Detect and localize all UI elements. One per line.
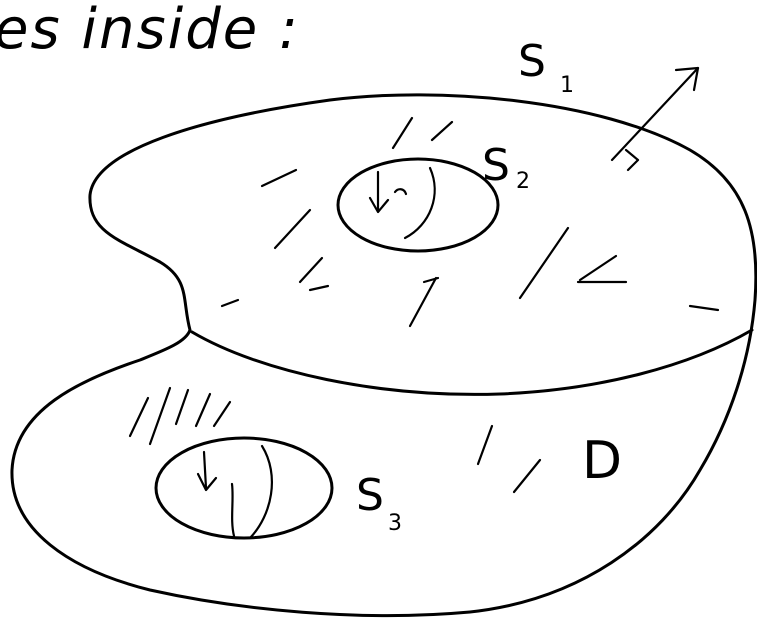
inner-surface-s2 bbox=[338, 159, 498, 251]
hatching-marks bbox=[130, 118, 718, 492]
label-s3: S bbox=[356, 470, 384, 521]
label-s1: S bbox=[518, 36, 546, 87]
surface-ridge-line bbox=[192, 330, 752, 394]
label-s1-subscript: 1 bbox=[560, 73, 574, 98]
label-s2: S bbox=[482, 140, 510, 191]
outer-surface-s1 bbox=[12, 95, 756, 616]
label-s3-subscript: 3 bbox=[388, 511, 402, 536]
heading-text: es inside : bbox=[0, 0, 300, 62]
inner-surface-s3 bbox=[156, 438, 332, 538]
label-region-d: D bbox=[582, 431, 622, 491]
normal-arrow-s1 bbox=[612, 68, 698, 170]
label-s2-subscript: 2 bbox=[516, 169, 530, 194]
